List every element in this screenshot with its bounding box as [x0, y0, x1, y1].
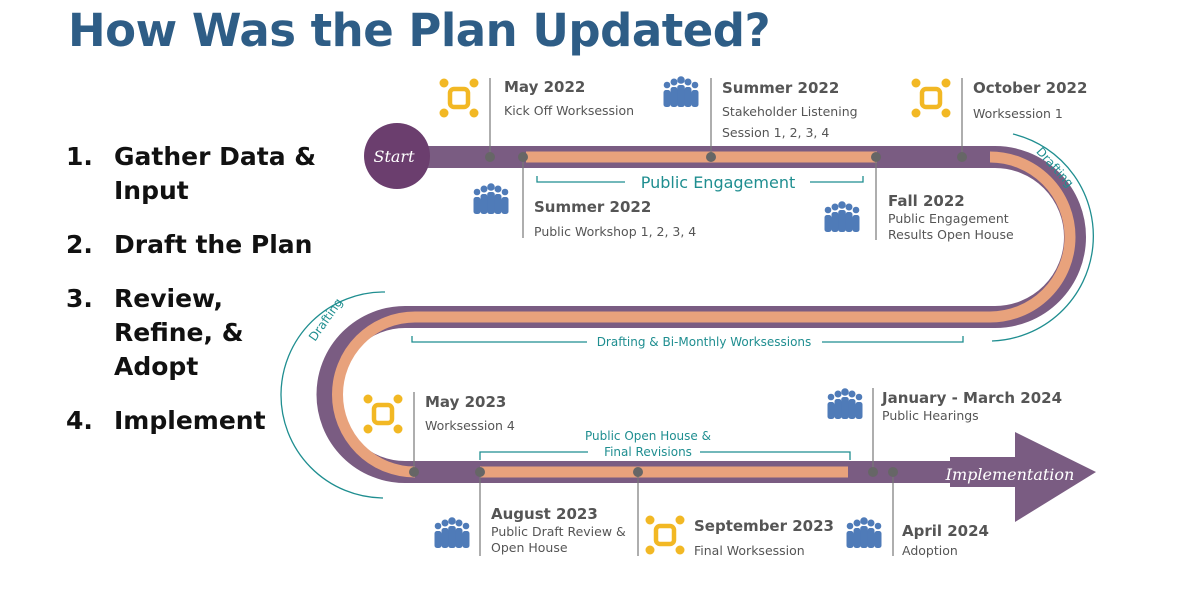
drafting-biweekly-bracket [411, 336, 964, 343]
event-marker [706, 152, 716, 162]
step-number: 1. [66, 142, 93, 171]
event-date: August 2023 [491, 505, 598, 523]
step-number: 3. [66, 284, 93, 313]
event-date: May 2022 [504, 78, 585, 96]
event-description-line2: Open House [491, 540, 568, 555]
event-marker [888, 467, 898, 477]
event-date: Summer 2022 [534, 198, 651, 216]
start-circle [364, 123, 430, 189]
event-description: Public Engagement [888, 211, 1009, 226]
step-text: Review, Refine, & Adopt [114, 284, 244, 381]
event-marker [957, 152, 967, 162]
event-description: Worksession 1 [973, 106, 1063, 121]
step-item: 1. Gather Data & Input [66, 140, 326, 208]
step-text: Gather Data & Input [114, 142, 317, 205]
drafting-biweekly-label: Drafting & Bi-Monthly Worksessions [597, 335, 812, 349]
people-icon [663, 76, 699, 107]
timeline-progress-curve [332, 151, 1076, 478]
event-date: January - March 2024 [881, 389, 1062, 407]
event-marker [485, 152, 495, 162]
public-engagement-label: Public Engagement [641, 173, 796, 192]
people-icon [473, 183, 509, 214]
event-description: Worksession 4 [425, 418, 515, 433]
event-description: Public Hearings [882, 408, 979, 423]
people-icon [824, 201, 860, 232]
event-date: April 2024 [902, 522, 989, 540]
step-number: 2. [66, 230, 93, 259]
event-date: September 2023 [694, 517, 834, 535]
event-marker [475, 467, 485, 477]
open-house-label-line1: Public Open House & [585, 429, 711, 443]
event-description-line2: Results Open House [888, 227, 1014, 242]
event-description: Stakeholder Listening [722, 104, 858, 119]
public-engagement-bracket [536, 176, 864, 183]
people-icon [827, 388, 863, 419]
steps-list: 1. Gather Data & Input 2. Draft the Plan… [66, 140, 326, 458]
implementation-arrow [950, 432, 1096, 522]
worksession-icon [646, 516, 685, 555]
people-icon [846, 517, 882, 548]
event-date: May 2023 [425, 393, 506, 411]
step-number: 4. [66, 406, 93, 435]
event-description: Kick Off Worksession [504, 103, 634, 118]
event-date: Summer 2022 [722, 79, 839, 97]
step-item: 3. Review, Refine, & Adopt [66, 282, 326, 384]
step-text: Implement [114, 406, 266, 435]
event-marker [868, 467, 878, 477]
start-label: Start [373, 147, 415, 166]
event-description: Final Worksession [694, 543, 805, 558]
event-date: October 2022 [973, 79, 1087, 97]
worksession-icon [440, 79, 479, 118]
people-icon [434, 517, 470, 548]
implementation-label: Implementation [945, 465, 1075, 484]
event-description: Public Workshop 1, 2, 3, 4 [534, 224, 696, 239]
event-marker [409, 467, 419, 477]
step-text: Draft the Plan [114, 230, 313, 259]
event-description-line2: Session 1, 2, 3, 4 [722, 125, 829, 140]
event-description: Public Draft Review & [491, 524, 626, 539]
step-item: 4. Implement [66, 404, 326, 438]
open-house-bracket [479, 451, 851, 460]
page-title: How Was the Plan Updated? [68, 4, 771, 57]
event-description: Adoption [902, 543, 958, 558]
drafting-left-arc [280, 291, 386, 499]
worksession-icon [364, 395, 403, 434]
event-date: Fall 2022 [888, 192, 965, 210]
step-item: 2. Draft the Plan [66, 228, 326, 262]
drafting-right-arc [991, 133, 1094, 342]
worksession-icon [912, 79, 951, 118]
open-house-label-line2: Final Revisions [604, 445, 692, 459]
event-marker [518, 152, 528, 162]
event-marker [633, 467, 643, 477]
event-marker [871, 152, 881, 162]
